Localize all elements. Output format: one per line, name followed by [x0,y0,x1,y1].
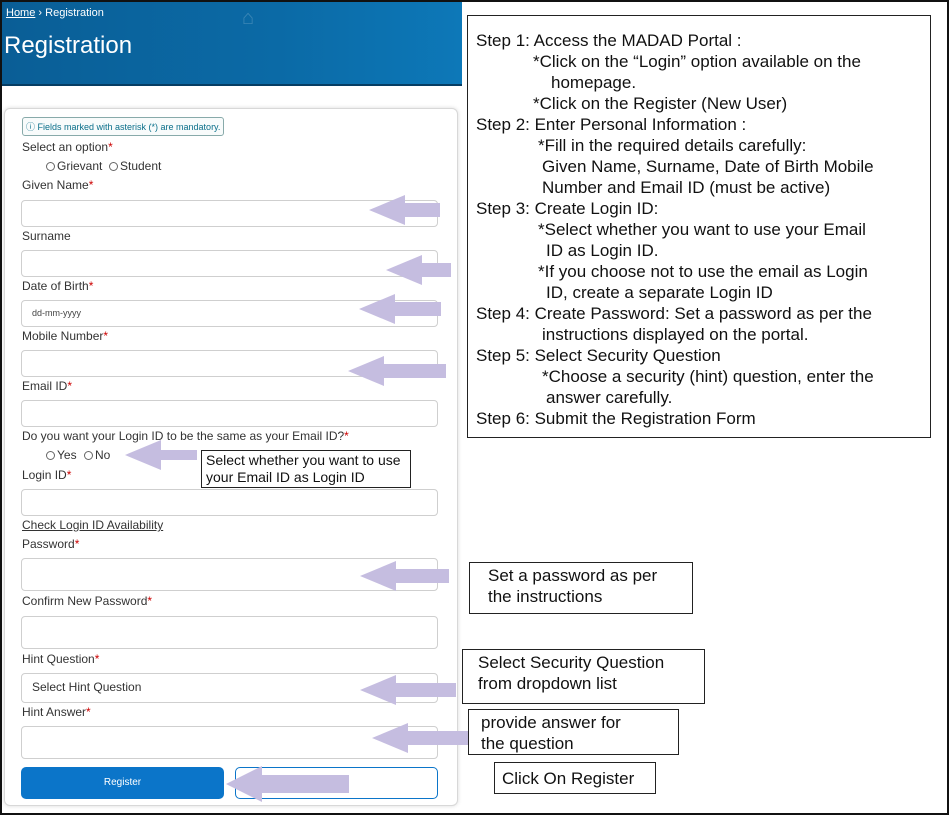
breadcrumb-home-link[interactable]: Home [6,7,36,19]
callout-login-id: Select whether you want to use your Emai… [201,450,411,488]
radio-circle-icon [46,162,55,171]
step-line: answer carefully. [546,388,673,407]
breadcrumb: Home › Registration [6,7,104,19]
arrow-left-icon [386,255,451,285]
check-availability-link[interactable]: Check Login ID Availability [22,518,164,532]
arrow-left-icon [226,766,349,802]
given-name-label: Given Name* [22,178,94,192]
step-line: ID as Login ID. [546,241,659,260]
radio-student[interactable]: Student [109,159,161,173]
radio-no[interactable]: No [84,448,110,462]
email-input[interactable] [21,400,438,427]
step-line: Step 4: Create Password: Set a password … [476,304,872,323]
radio-circle-icon [109,162,118,171]
callout-line: Select Security Question [478,653,665,672]
callout-line: provide answer for [481,713,621,732]
emblem-icon: ⌂ [241,7,255,29]
callout-security-question: Select Security Question from dropdown l… [462,649,705,704]
step-line: Step 6: Submit the Registration Form [476,409,756,428]
radio-circle-icon [46,451,55,460]
login-id-label: Login ID* [22,468,72,482]
step-line: *Click on the “Login” option available o… [533,52,861,71]
breadcrumb-current: Registration [45,7,104,19]
step-line: Step 2: Enter Personal Information : [476,115,747,134]
step-line: instructions displayed on the portal. [542,325,809,344]
step-line: homepage. [551,73,637,92]
select-option-label: Select an option* [22,140,113,154]
step-line: Step 3: Create Login ID: [476,199,659,218]
surname-label: Surname [22,229,71,243]
step-line: *If you choose not to use the email as L… [538,262,868,281]
arrow-left-icon [125,440,197,470]
step-line: *Select whether you want to use your Ema… [538,220,866,239]
callout-line: from dropdown list [478,674,617,693]
hint-answer-label: Hint Answer* [22,705,91,719]
arrow-left-icon [369,195,440,225]
confirm-password-input[interactable] [21,616,438,649]
callout-line: your Email ID as Login ID [206,469,365,485]
hint-question-label: Hint Question* [22,652,100,666]
callout-line: the instructions [488,587,603,606]
page-header: Home › Registration ⌂ Registration [2,2,462,86]
arrow-left-icon [348,356,446,386]
radio-yes[interactable]: Yes [46,448,77,462]
step-line: Number and Email ID (must be active) [542,178,831,197]
callout-line: Click On Register [502,769,635,788]
email-label: Email ID* [22,379,73,393]
register-button[interactable]: Register [21,767,224,799]
step-line: Step 1: Access the MADAD Portal : [476,31,742,50]
arrow-left-icon [360,675,456,705]
page-title: Registration [4,32,133,59]
callout-line: Set a password as per [488,566,658,585]
breadcrumb-separator: › [38,7,43,19]
login-id-input[interactable] [21,489,438,516]
arrow-left-icon [372,723,472,753]
callout-answer: provide answer for the question [468,709,679,755]
step-line: *Choose a security (hint) question, ente… [542,367,874,386]
callout-password: Set a password as per the instructions [469,562,693,614]
arrow-left-icon [360,561,449,591]
step-line: Step 5: Select Security Question [476,346,721,365]
step-line: Given Name, Surname, Date of Birth Mobil… [542,157,874,176]
radio-grievant[interactable]: Grievant [46,159,102,173]
same-login-question: Do you want your Login ID to be the same… [22,429,349,443]
mobile-label: Mobile Number* [22,329,109,343]
password-label: Password* [22,537,80,551]
given-name-input[interactable] [21,200,438,227]
arrow-left-icon [359,294,441,324]
mandatory-note: ⓘ Fields marked with asterisk (*) are ma… [22,117,225,136]
callout-line: the question [481,734,574,753]
step-line: ID, create a separate Login ID [546,283,773,302]
surname-input[interactable] [21,250,438,277]
callout-line: Select whether you want to use [206,452,401,468]
step-line: *Fill in the required details carefully: [538,136,807,155]
confirm-password-label: Confirm New Password* [22,594,153,608]
radio-circle-icon [84,451,93,460]
step-line: *Click on the Register (New User) [533,94,788,113]
steps-panel: Step 1: Access the MADAD Portal : *Click… [467,15,931,438]
callout-register: Click On Register [494,762,656,794]
dob-label: Date of Birth* [22,279,94,293]
